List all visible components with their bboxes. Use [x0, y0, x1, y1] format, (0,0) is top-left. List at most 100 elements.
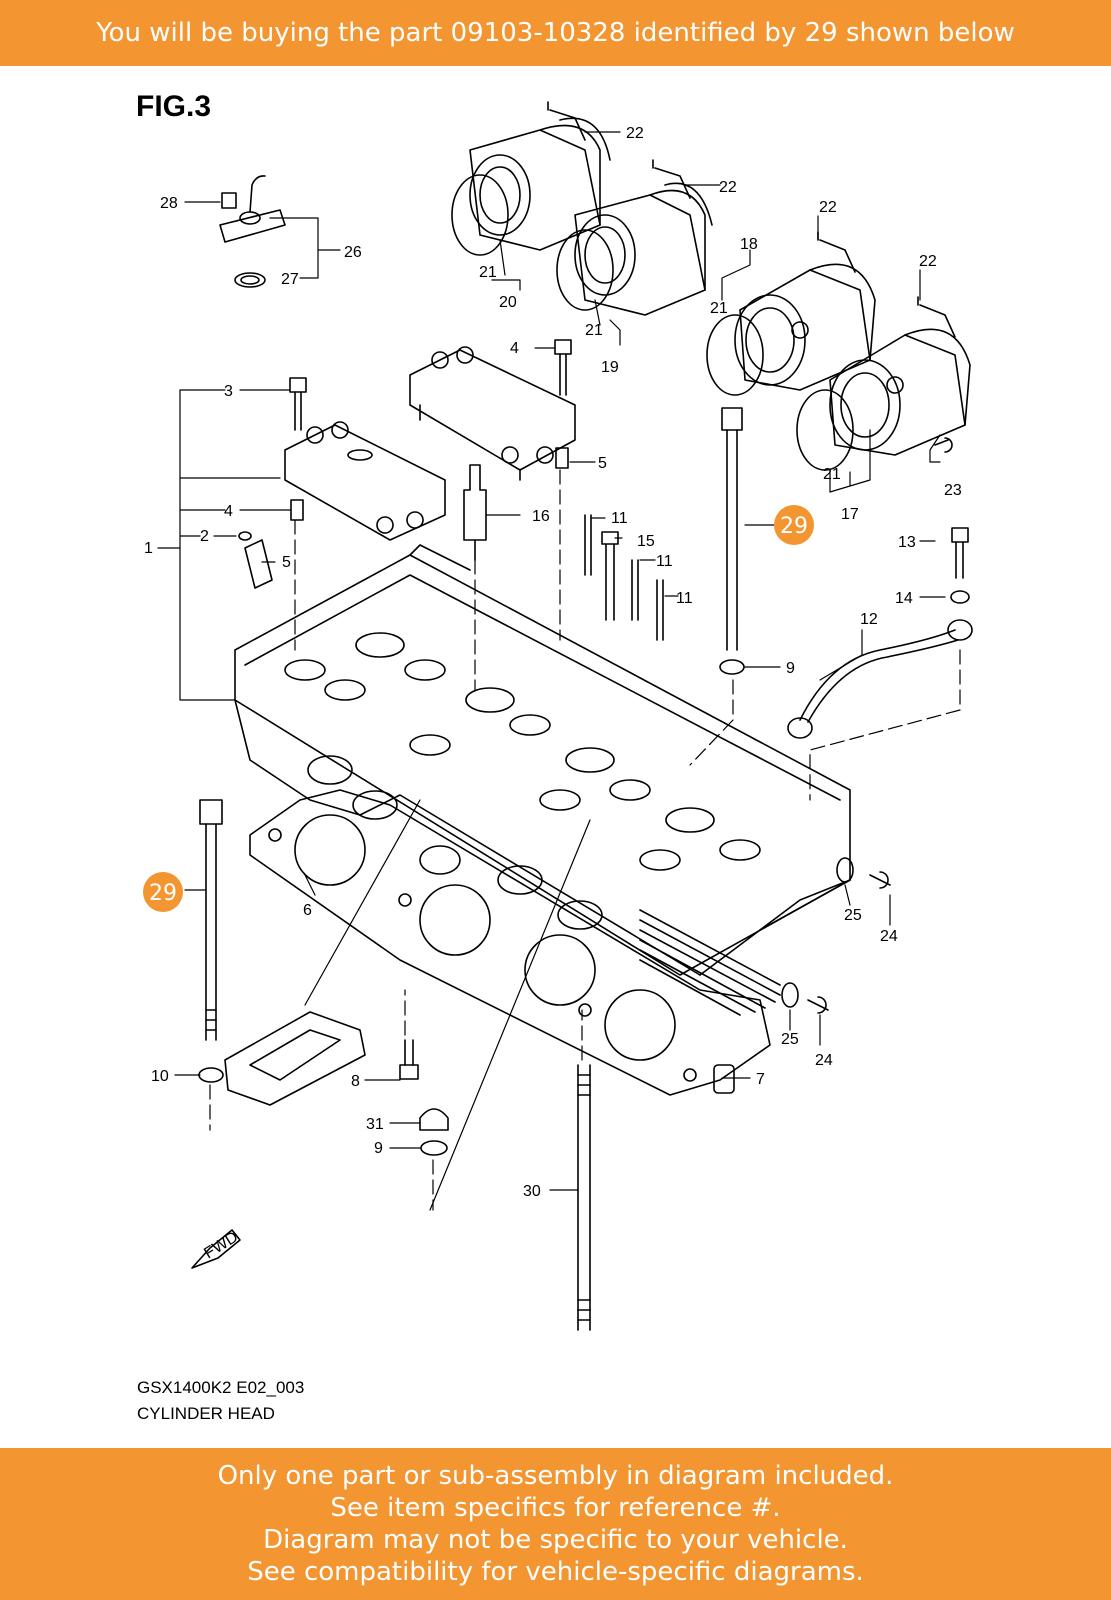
figure-title: FIG.3 — [136, 90, 212, 123]
cap-nut-31 — [419, 1108, 449, 1131]
callout-30: 30 — [523, 1183, 541, 1200]
clamp-22b — [652, 159, 691, 199]
callout-6: 6 — [303, 902, 312, 919]
callout-10: 10 — [151, 1068, 169, 1085]
highlight-callout-29-left: 29 — [143, 872, 183, 912]
callout-21c: 21 — [710, 300, 728, 317]
callout-19: 19 — [601, 359, 619, 376]
stud-11c — [656, 579, 664, 641]
callout-5b: 5 — [598, 455, 607, 472]
exploded-parts-diagram: 1 2 3 4 4 5 5 6 7 8 9 9 10 11 11 11 12 1… — [143, 101, 973, 1331]
dowel-5 — [555, 447, 569, 469]
bolt-24a — [869, 871, 891, 889]
callout-21b: 21 — [585, 322, 603, 339]
callout-11b: 11 — [656, 553, 673, 570]
callout-22a: 22 — [626, 125, 644, 142]
pin-5 — [244, 539, 273, 589]
callout-24a: 24 — [880, 928, 898, 945]
callout-25a: 25 — [844, 907, 862, 924]
callout-26: 26 — [344, 244, 362, 261]
washer-25b — [781, 982, 799, 1008]
callout-18: 18 — [740, 236, 758, 253]
callout-12: 12 — [860, 611, 878, 628]
callout-20: 20 — [499, 294, 517, 311]
washer-2 — [238, 531, 252, 541]
o-ring-21a — [451, 174, 509, 256]
callout-13: 13 — [898, 534, 916, 551]
callout-9: 9 — [786, 660, 795, 677]
gasket-plate — [224, 1011, 366, 1106]
callout-16: 16 — [532, 508, 550, 525]
bottom-banner-line-2: See item specifics for reference #. — [330, 1493, 781, 1523]
callout-21a: 21 — [479, 264, 497, 281]
o-ring-21c — [706, 314, 764, 396]
callout-7: 7 — [756, 1071, 765, 1088]
fwd-label: FWD — [201, 1229, 241, 1263]
intake-pipe-20 — [469, 117, 611, 251]
cam-holder-upper — [409, 346, 576, 481]
callout-27: 27 — [281, 271, 299, 288]
cam-holder-lower — [284, 421, 446, 541]
bolt-3 — [289, 377, 307, 431]
highlight-callout-29-right: 29 — [774, 505, 814, 545]
washer-9 — [719, 659, 745, 675]
stud-11a — [584, 514, 592, 576]
intake-pipe-17 — [829, 328, 971, 456]
dowel-4 — [290, 499, 304, 521]
bolt-4 — [554, 339, 572, 396]
section-name: CYLINDER HEAD — [137, 1404, 275, 1423]
callout-22d: 22 — [919, 253, 937, 270]
callout-22b: 22 — [719, 179, 737, 196]
callout-11a: 11 — [611, 510, 628, 527]
callout-23: 23 — [944, 482, 962, 499]
callout-4b: 4 — [510, 340, 519, 357]
callout-4: 4 — [224, 503, 233, 520]
intake-pipe-19 — [574, 182, 713, 316]
washer-10 — [198, 1067, 224, 1083]
callout-17: 17 — [841, 506, 859, 523]
model-code: GSX1400K2 E02_003 — [137, 1378, 305, 1397]
callout-24b: 24 — [815, 1052, 833, 1069]
callout-15: 15 — [637, 533, 655, 550]
callout-21d: 21 — [823, 466, 841, 483]
callout-25b: 25 — [781, 1031, 799, 1048]
callout-8: 8 — [351, 1073, 360, 1090]
callout-2: 2 — [200, 528, 209, 545]
washer-25a — [836, 857, 854, 883]
bottom-banner: Only one part or sub-assembly in diagram… — [0, 1448, 1111, 1600]
cylinder-head — [234, 544, 851, 1016]
callout-22c: 22 — [819, 199, 837, 216]
cylinder-head-bolt-29-right — [721, 407, 743, 651]
callout-9b: 9 — [374, 1140, 383, 1157]
top-banner: You will be buying the part 09103-10328 … — [0, 0, 1111, 66]
clamp-22a — [547, 101, 586, 141]
fwd-arrow-icon — [191, 1229, 241, 1269]
highlight-label-right: 29 — [780, 514, 808, 539]
callout-14: 14 — [895, 590, 913, 607]
spark-plug-16 — [463, 464, 487, 561]
head-gasket-6 — [249, 789, 771, 1096]
bottom-banner-line-3: Diagram may not be specific to your vehi… — [263, 1525, 848, 1555]
bolt-8 — [399, 1039, 419, 1080]
bolt-15 — [601, 531, 619, 621]
washer-14 — [950, 590, 970, 604]
dowel-7 — [713, 1064, 735, 1094]
sensor-assembly-26 — [219, 175, 286, 288]
o-ring-21b — [556, 229, 614, 311]
callout-5: 5 — [282, 554, 291, 571]
oil-pipe-12 — [787, 619, 973, 739]
bottom-banner-line-1: Only one part or sub-assembly in diagram… — [217, 1461, 894, 1491]
callout-31: 31 — [366, 1116, 384, 1133]
callout-28: 28 — [160, 195, 178, 212]
callout-1: 1 — [144, 540, 153, 557]
highlight-label-left: 29 — [149, 881, 177, 906]
washer-9b — [420, 1140, 448, 1156]
cylinder-head-bolt-29-left — [199, 799, 223, 1041]
bottom-banner-line-4: See compatibility for vehicle-specific d… — [247, 1557, 864, 1587]
bolt-13 — [951, 527, 969, 579]
screw-23 — [934, 437, 953, 453]
bolt-24b — [807, 996, 829, 1014]
callout-labels: 1 2 3 4 4 5 5 6 7 8 9 9 10 11 11 11 12 1… — [144, 125, 962, 1200]
callout-11c: 11 — [676, 590, 693, 607]
stud-30 — [577, 1064, 591, 1331]
